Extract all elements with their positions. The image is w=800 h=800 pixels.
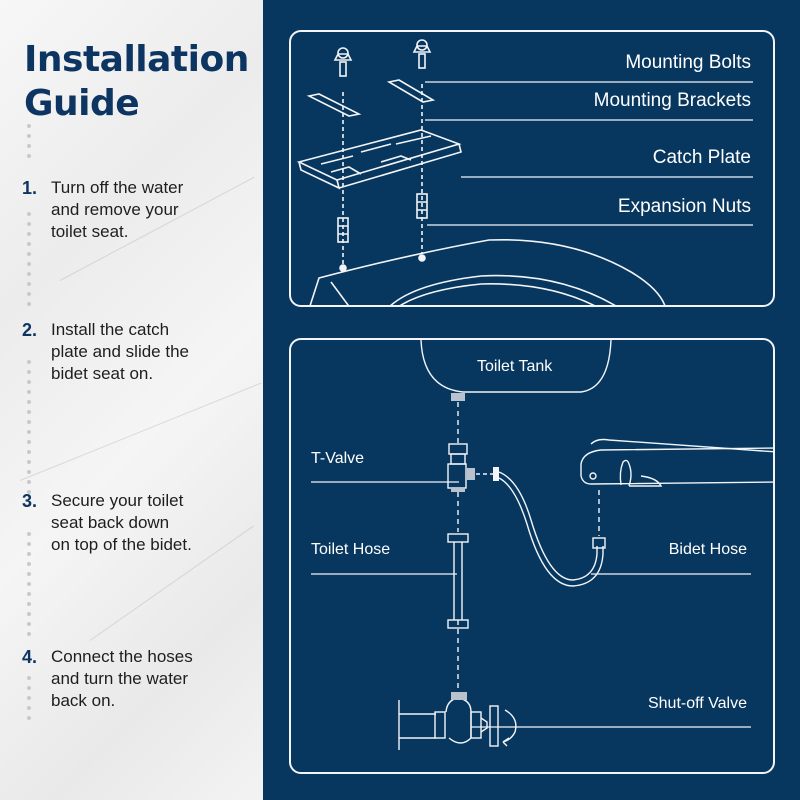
step-number: 3. (22, 491, 38, 511)
step-text: Turn off the water and remove your toile… (51, 177, 241, 243)
bidet-hose (498, 471, 598, 581)
t-valve (447, 443, 475, 492)
mounting-exploded-view (296, 39, 753, 305)
step-text: Secure your toilet seat back down on top… (51, 490, 241, 556)
expansion-nut-right (416, 193, 428, 219)
label-bidet-hose: Bidet Hose (668, 541, 747, 558)
title-line-1: Installation (24, 39, 249, 80)
label-mounting-bolts: Mounting Bolts (625, 52, 751, 73)
step-line: Install the catch (51, 320, 170, 339)
hose-connector (493, 467, 499, 481)
step-text: Connect the hoses and turn the water bac… (51, 646, 241, 712)
label-toilet-tank: Toilet Tank (477, 358, 553, 375)
dotted-connector (27, 360, 31, 500)
step-line: back on. (51, 691, 116, 710)
bidet-hose-fitting (592, 537, 606, 549)
step-line: Turn off the water (51, 178, 184, 197)
step-line: toilet seat. (51, 222, 129, 241)
step-line: and turn the water (51, 669, 189, 688)
step-line: seat back down (51, 513, 170, 532)
step-4: 4. Connect the hoses and turn the water … (22, 646, 241, 712)
shutoff-valve (398, 692, 517, 750)
dotted-connector (27, 676, 31, 726)
diagram-column: Mounting Bolts Mounting Brackets Catch P… (263, 0, 800, 800)
label-t-valve: T-Valve (311, 450, 365, 467)
step-line: and remove your (51, 200, 179, 219)
title-line-2: Guide (24, 83, 140, 124)
mounting-diagram-panel: Mounting Bolts Mounting Brackets Catch P… (289, 30, 775, 307)
mounting-bracket-left (306, 93, 362, 117)
step-3: 3. Secure your toilet seat back down on … (22, 490, 241, 556)
step-line: on top of the bidet. (51, 535, 192, 554)
step-number: 4. (22, 647, 38, 667)
label-toilet-hose: Toilet Hose (311, 541, 391, 558)
plumbing-diagram-panel: Toilet Tank T-Valve Toilet Hose Bidet Ho… (289, 338, 775, 774)
label-mounting-brackets: Mounting Brackets (593, 90, 751, 111)
toilet-bowl-outline (309, 238, 666, 305)
dotted-connector (27, 124, 31, 164)
dotted-connector (27, 212, 31, 312)
step-number: 2. (22, 320, 38, 340)
step-text: Install the catch plate and slide the bi… (51, 319, 241, 385)
instructions-column: Installation Guide 1. Turn off the water… (0, 0, 263, 800)
step-line: bidet seat on. (51, 364, 154, 383)
plumbing-diagram (311, 340, 773, 750)
tank-fitting (451, 393, 465, 401)
bidet-seat (580, 438, 773, 487)
marble-vein (19, 382, 262, 481)
step-2: 2. Install the catch plate and slide the… (22, 319, 241, 385)
label-expansion-nuts: Expansion Nuts (617, 196, 751, 217)
mounting-bracket-right (386, 79, 436, 103)
step-line: plate and slide the (51, 342, 189, 361)
page-title: Installation Guide (24, 38, 249, 126)
toilet-hose (447, 533, 469, 629)
dotted-connector (27, 532, 31, 642)
catch-plate (296, 129, 462, 190)
step-line: Connect the hoses (51, 647, 193, 666)
label-shutoff-valve: Shut-off Valve (647, 695, 747, 712)
toilet-seat-rim (390, 274, 616, 305)
mounting-bolt-right (412, 39, 432, 69)
mounting-bolt-left (333, 47, 353, 77)
step-line: Secure your toilet (51, 491, 184, 510)
toilet-tank-outline (420, 340, 612, 393)
step-1: 1. Turn off the water and remove your to… (22, 177, 241, 243)
expansion-nut-left (337, 217, 349, 243)
label-catch-plate: Catch Plate (652, 147, 751, 168)
step-number: 1. (22, 178, 38, 198)
